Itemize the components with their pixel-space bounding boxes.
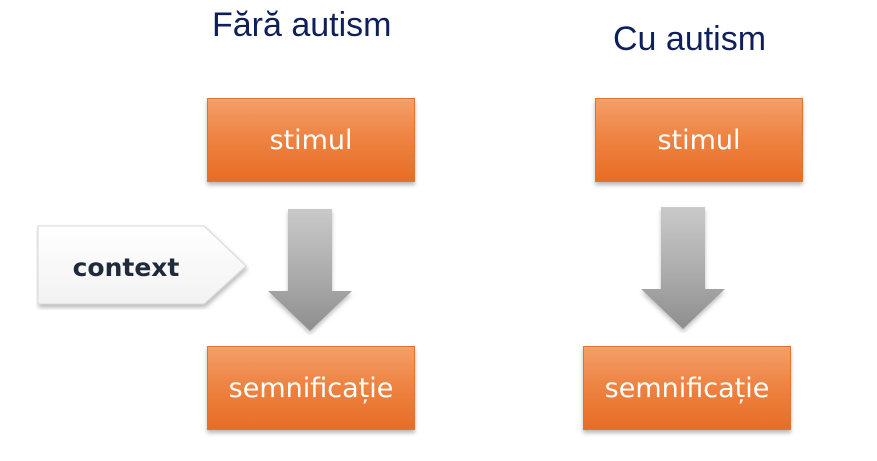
down-arrow-icon-right [641, 207, 725, 329]
title-with-autism: Cu autism [613, 20, 767, 58]
context-label: context [72, 252, 180, 282]
title-without-autism: Fără autism [212, 6, 392, 44]
stimulus-box-left: stimul [207, 98, 415, 182]
context-pentagon [37, 225, 247, 305]
down-arrow-icon-left [268, 209, 352, 331]
meaning-box-right: semnificație [583, 346, 791, 430]
meaning-box-left: semnificație [207, 346, 415, 430]
stimulus-box-right: stimul [595, 98, 803, 182]
